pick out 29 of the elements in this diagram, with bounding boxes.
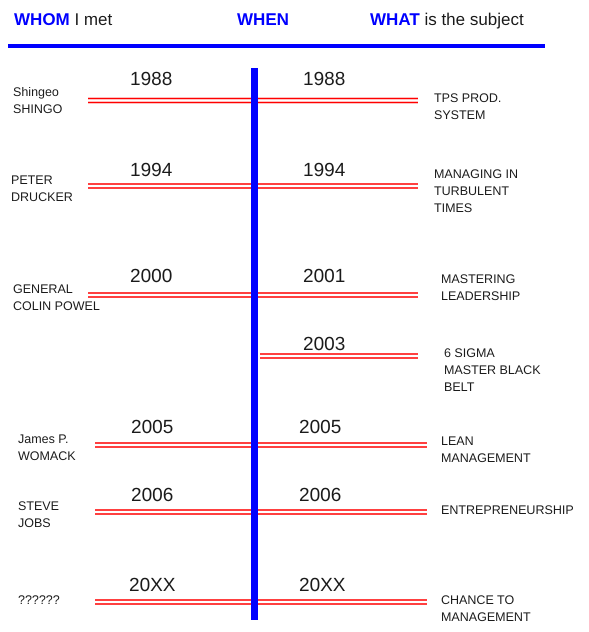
person-name: James P. WOMACK: [18, 431, 77, 465]
subject-text: LEAN MANAGEMENT: [441, 433, 532, 467]
year-label: 2005: [299, 417, 342, 439]
person-name: GENERAL COLIN POWEL: [13, 281, 101, 315]
subject-text: MASTERING LEADERSHIP: [441, 271, 522, 305]
subject-text: CHANCE TO MANAGEMENT: [441, 592, 532, 626]
year-label: 2003: [303, 334, 346, 356]
year-label: 20XX: [129, 575, 176, 597]
year-label: 2006: [131, 485, 174, 507]
year-label: 1994: [303, 160, 346, 182]
year-label: 2006: [299, 485, 342, 507]
column-heading: WHAT is the subject: [370, 10, 524, 30]
subject-text: MANAGING IN TURBULENT TIMES: [434, 166, 520, 217]
subject-text: TPS PROD. SYSTEM: [434, 90, 502, 124]
column-heading: WHEN: [237, 10, 289, 30]
person-name: PETER DRUCKER: [11, 172, 74, 206]
year-label: 2001: [303, 266, 346, 288]
year-label: 2000: [130, 266, 172, 288]
person-name: STEVE JOBS: [18, 498, 60, 532]
year-label: 2005: [131, 417, 174, 439]
column-heading: WHOM I met: [14, 10, 112, 30]
subject-text: 6 SIGMA MASTER BLACK BELT: [444, 345, 542, 396]
year-label: 20XX: [299, 575, 346, 597]
year-label: 1988: [303, 69, 346, 91]
year-label: 1988: [130, 69, 172, 91]
subject-text: ENTREPRENEURSHIP: [441, 502, 575, 519]
person-name: Shingeo SHINGO: [13, 84, 64, 118]
person-name: ??????: [18, 592, 61, 609]
year-label: 1994: [130, 160, 172, 182]
